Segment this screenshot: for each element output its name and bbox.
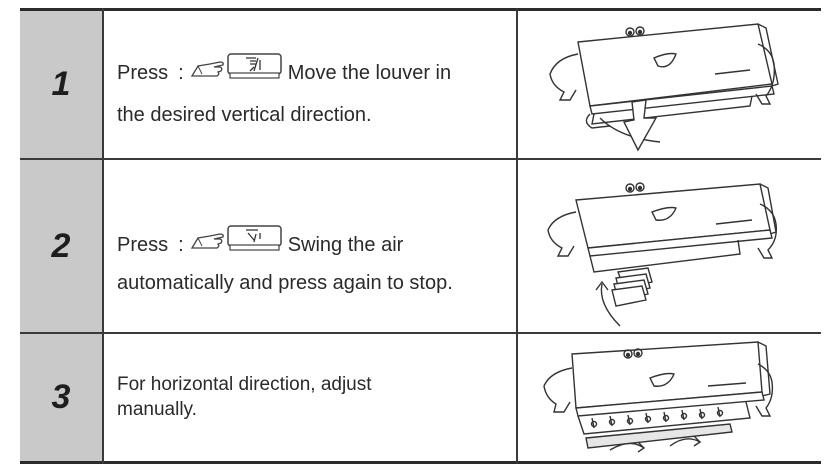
step-number-cell: 3: [20, 334, 102, 461]
row-divider: [20, 332, 821, 334]
instruction-table: 1 Press : Move the louver in the desired…: [20, 8, 821, 464]
step-description: For horizontal direction, adjust manuall…: [117, 374, 509, 421]
step-description: Press : Move the louver in the desired v…: [117, 53, 509, 127]
step-text: the desired vertical direction.: [117, 104, 372, 126]
ac-unit-horizontal-adjust-icon: [520, 338, 818, 460]
step-text: manually.: [117, 399, 197, 420]
colon: :: [178, 233, 184, 256]
step-number: 1: [51, 65, 71, 103]
colon: :: [178, 61, 184, 84]
step-number: 3: [51, 378, 71, 416]
step-number-cell: 1: [20, 11, 102, 158]
step-number: 2: [51, 226, 71, 265]
ac-unit-louver-down-icon: [520, 14, 818, 156]
ac-unit-swing-icon: [520, 164, 818, 330]
step-text: automatically and press again to stop.: [117, 272, 453, 294]
step-number-cell: 2: [20, 160, 102, 332]
table-bottom-rule: [20, 461, 821, 464]
vertical-louver-button-icon: [190, 52, 284, 82]
press-label: Press: [117, 233, 169, 256]
step-description: Press : Swing the air automatically and …: [117, 225, 509, 295]
step-text: For horizontal direction, adjust: [117, 374, 372, 395]
step-text: Move the louver in: [287, 61, 452, 84]
column-divider: [516, 8, 518, 464]
swing-button-icon: [190, 224, 284, 254]
column-divider: [102, 8, 104, 464]
row-divider: [20, 158, 821, 160]
table-top-rule: [20, 8, 821, 11]
press-label: Press: [117, 61, 169, 84]
step-text: Swing the air: [287, 233, 404, 256]
